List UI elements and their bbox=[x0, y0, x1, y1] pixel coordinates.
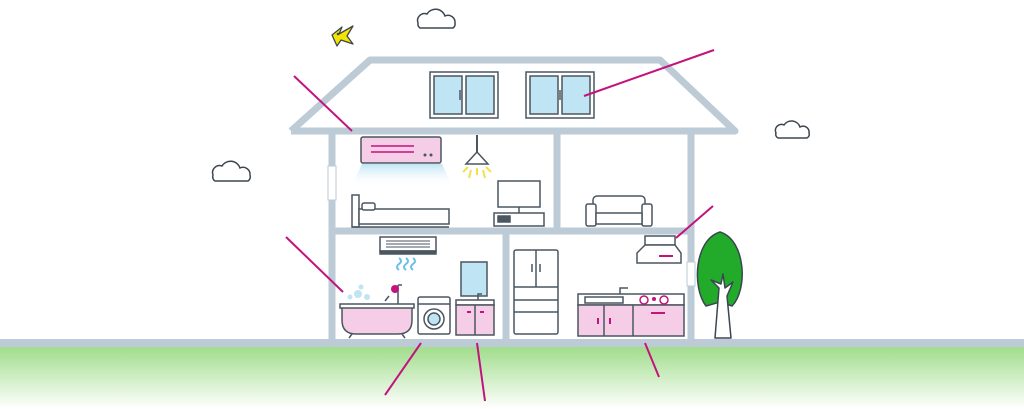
callout-line-window bbox=[583, 49, 715, 97]
pendant-light bbox=[462, 135, 492, 179]
attic-window-right bbox=[525, 71, 595, 119]
callout-line-kitchen bbox=[644, 342, 660, 378]
right-window-strip bbox=[686, 261, 696, 287]
ceiling-vent bbox=[379, 236, 437, 271]
left-window-strip bbox=[327, 165, 337, 201]
bed bbox=[351, 194, 450, 228]
roof bbox=[288, 56, 739, 135]
air-conditioner bbox=[360, 136, 442, 164]
cloud-icon bbox=[774, 120, 810, 139]
callout-line-laundry bbox=[384, 342, 422, 396]
airflow bbox=[352, 164, 452, 186]
callout-line-bath bbox=[285, 236, 344, 293]
sofa bbox=[585, 195, 653, 227]
refrigerator bbox=[513, 249, 559, 335]
callout-line-basin bbox=[476, 342, 486, 402]
tree bbox=[696, 231, 743, 339]
television bbox=[493, 180, 545, 227]
bath-bubbles bbox=[347, 284, 370, 300]
cooktop bbox=[639, 295, 669, 305]
kitchen-counter bbox=[577, 287, 685, 337]
bathtub bbox=[339, 303, 415, 339]
cloud-icon bbox=[211, 160, 252, 182]
callout-line-ac bbox=[293, 75, 353, 132]
washing-machine bbox=[417, 296, 451, 335]
callout-line-hood bbox=[675, 205, 714, 239]
attic-window-left bbox=[429, 71, 499, 119]
lawn bbox=[0, 346, 1024, 409]
cloud-icon bbox=[416, 8, 456, 29]
ground-line bbox=[0, 339, 1024, 347]
wash-basin bbox=[455, 261, 495, 336]
shower-head bbox=[384, 284, 402, 304]
bird-icon bbox=[331, 25, 354, 47]
range-hood bbox=[636, 235, 682, 264]
callout-lines bbox=[285, 49, 715, 402]
